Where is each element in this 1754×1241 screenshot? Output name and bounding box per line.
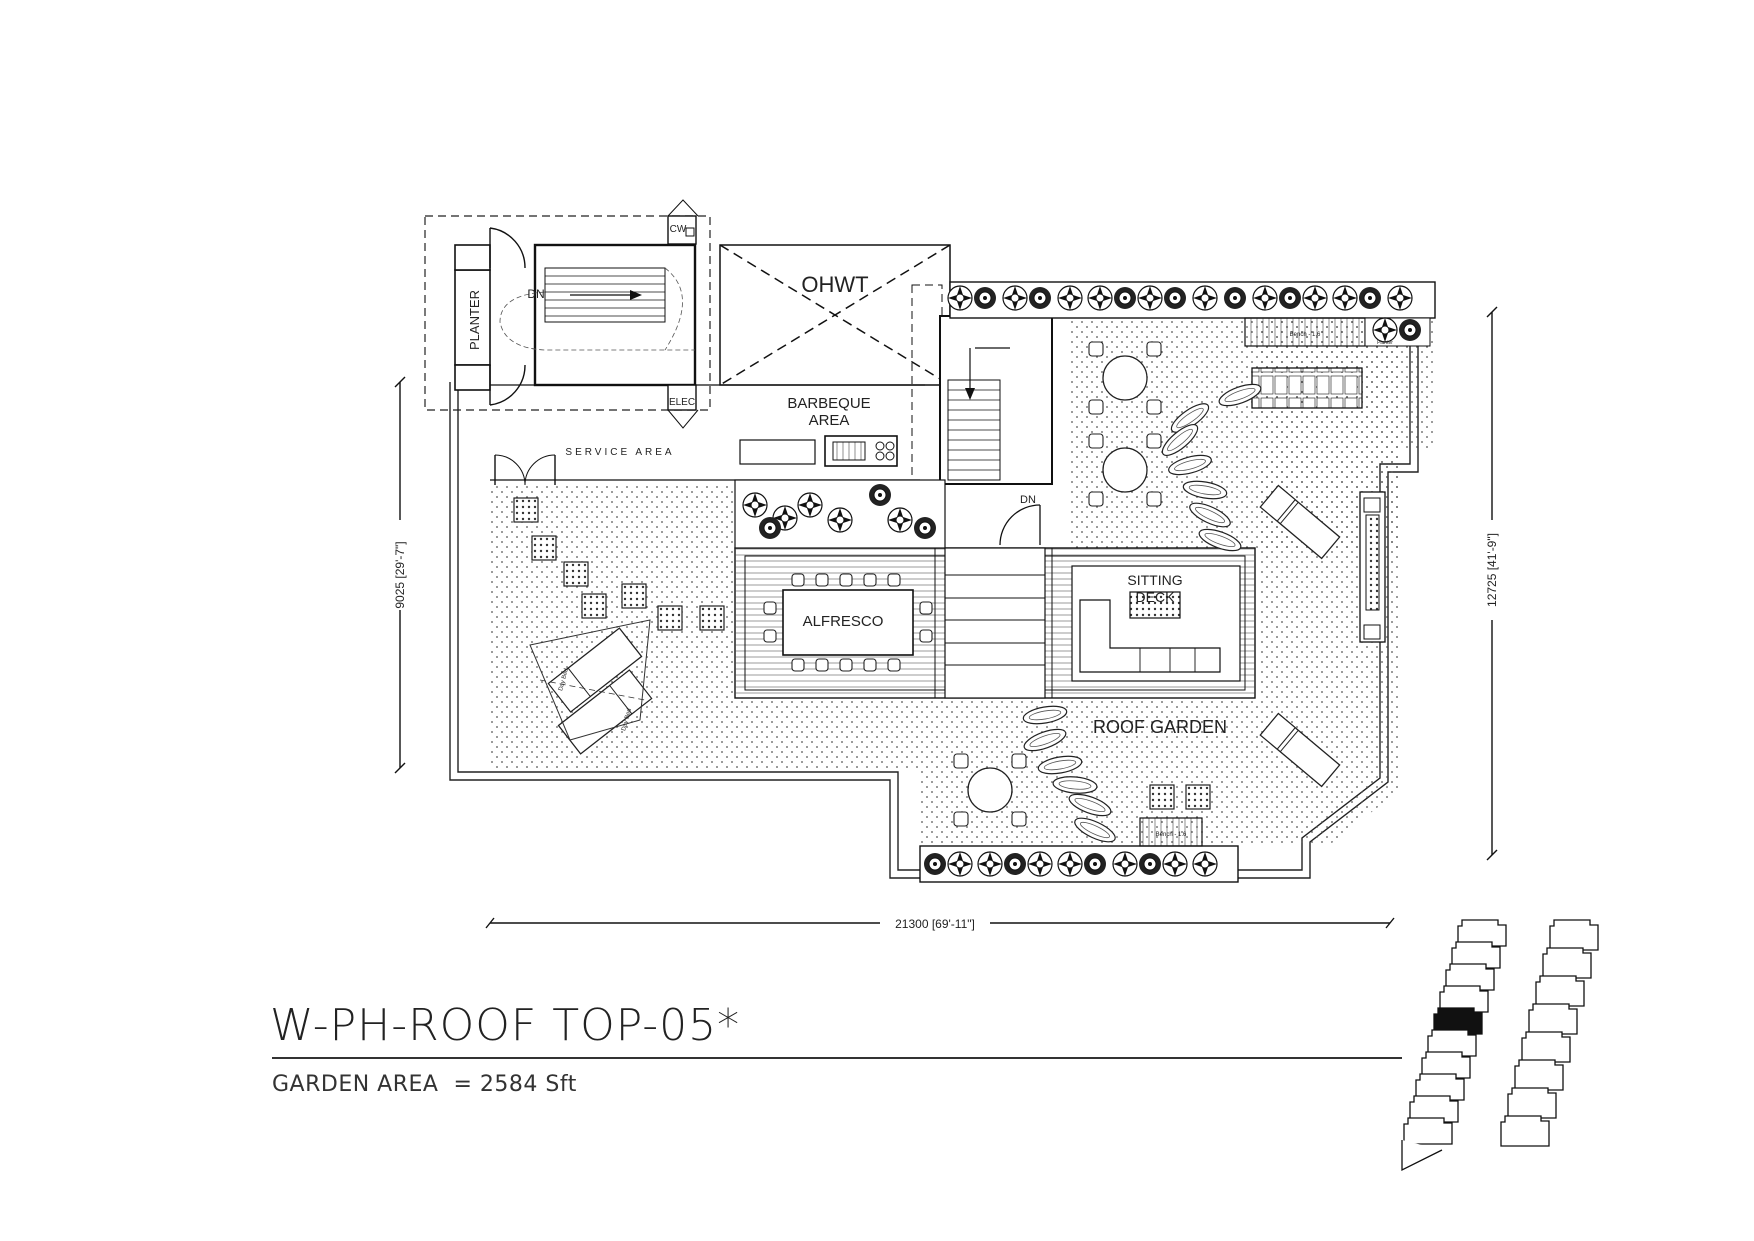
key-plan-unit-right-4	[1528, 1003, 1578, 1035]
label-barbeque-1: BARBEQUE	[787, 395, 870, 412]
label-deck: DECK	[1136, 589, 1176, 605]
garden-area-value: = 2584 Sft	[453, 1072, 577, 1097]
dimension-width: 21300 [69'-11"]	[895, 917, 975, 931]
key-plan-unit-left-10	[1403, 1117, 1453, 1145]
label-ohwt: OHWT	[801, 272, 868, 297]
label-dn-core: DN	[1020, 494, 1036, 506]
ohwt-tank	[719, 244, 951, 386]
key-plan-tail	[1401, 1140, 1443, 1172]
key-plan-unit-right-6	[1514, 1059, 1564, 1091]
label-barbeque-2: AREA	[809, 412, 850, 429]
key-plan-unit-right-1	[1549, 919, 1599, 951]
key-plan-unit-right-2	[1542, 947, 1592, 979]
central-stair	[939, 315, 1053, 546]
dimension-right-height: 12725 [41'-9"]	[1485, 533, 1499, 607]
label-bench-top: Bench - 1.6	[1290, 332, 1321, 338]
key-plan	[1401, 919, 1599, 1172]
label-bench-bottom: Bench - 1.6	[1156, 832, 1187, 838]
roof-paving	[490, 310, 1435, 846]
stair-core	[424, 199, 711, 429]
garden-area: GARDEN AREA = 2584 Sft	[272, 1072, 577, 1097]
top-planter	[947, 281, 1436, 347]
label-sunbed-2: Day Bed	[621, 708, 633, 732]
service-area	[490, 284, 943, 486]
label-dn-stair: DN	[527, 287, 544, 301]
plan-title: W-PH-ROOF TOP-05*	[270, 1000, 741, 1051]
label-sunbed-1: Day Bed	[558, 668, 570, 692]
bbq-planters	[734, 479, 946, 549]
dimension-left-height: 9025 [29'-7"]	[393, 541, 407, 608]
label-planter-small: Planter	[1377, 340, 1393, 346]
label-planter: PLANTER	[467, 290, 482, 350]
room-labels: OHWT PLANTER DN DN CW ELEC BARBEQUE AREA…	[391, 224, 1501, 932]
key-plan-unit-right-8	[1500, 1115, 1550, 1147]
garden-furniture	[529, 341, 1363, 827]
right-planter	[1359, 491, 1386, 643]
key-plan-unit-right-5	[1521, 1031, 1571, 1063]
key-plan-unit-right-7	[1507, 1087, 1557, 1119]
key-plan-unit-right-3	[1535, 975, 1585, 1007]
title-rule	[272, 1057, 1402, 1059]
pergola-deck	[734, 547, 1256, 699]
label-cw: CW	[670, 224, 687, 235]
garden-area-label: GARDEN AREA	[272, 1072, 439, 1097]
bottom-planter	[919, 817, 1239, 883]
label-service-area: SERVICE AREA	[565, 447, 674, 458]
label-alfresco: ALFRESCO	[803, 613, 884, 630]
label-elec: ELEC	[669, 397, 695, 408]
label-sitting: SITTING	[1127, 572, 1182, 588]
label-roof-garden: ROOF GARDEN	[1093, 717, 1227, 737]
